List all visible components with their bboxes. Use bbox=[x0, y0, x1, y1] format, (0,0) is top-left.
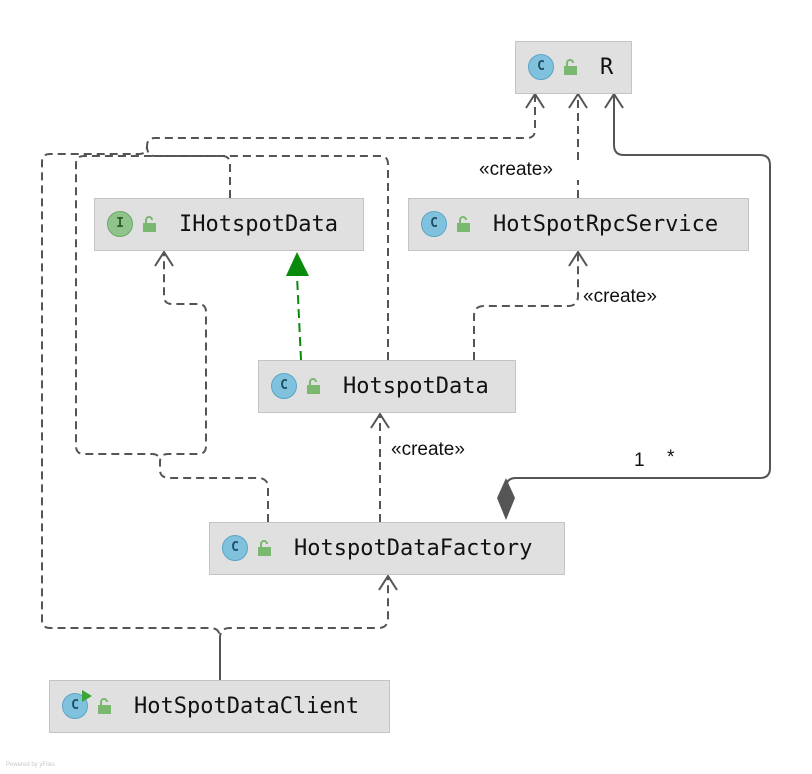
class-icon: C bbox=[271, 373, 297, 399]
composition-edge-arrowhead bbox=[604, 92, 624, 109]
class-name: HotSpotDataClient bbox=[134, 694, 360, 719]
class-name: HotspotData bbox=[343, 374, 489, 399]
class-name: HotSpotRpcService bbox=[493, 212, 719, 237]
multiplicity-many: * bbox=[667, 447, 675, 468]
class-icon: C bbox=[222, 535, 248, 561]
rpc-to-r-arrowhead bbox=[568, 92, 588, 109]
composition-edge bbox=[505, 94, 771, 498]
unlocked-icon bbox=[564, 59, 577, 75]
composition-diamond bbox=[497, 478, 515, 520]
create-label-rpc-to-r: «create» bbox=[479, 159, 553, 180]
unlocked-icon bbox=[307, 378, 320, 394]
realization-edge bbox=[296, 275, 302, 361]
run-triangle-icon bbox=[82, 690, 92, 702]
multiplicity-one: 1 bbox=[634, 450, 645, 471]
class-node-hotspotdatafactory[interactable]: C HotspotDataFactory bbox=[209, 522, 565, 575]
interface-icon: I bbox=[107, 211, 133, 237]
data-to-rpc-create-edge bbox=[473, 252, 579, 360]
create-label-factory-to-data: «create» bbox=[391, 439, 465, 460]
class-node-hotspotdataclient[interactable]: C HotSpotDataClient bbox=[49, 680, 390, 733]
interface-node-ihotspotdata[interactable]: I IHotspotData bbox=[94, 198, 364, 251]
class-name: R bbox=[600, 55, 614, 80]
client-to-factory-arrowhead bbox=[378, 574, 398, 591]
data-to-r-dependency-edge bbox=[41, 94, 536, 680]
runnable-class-icon: C bbox=[62, 693, 88, 719]
unlocked-icon bbox=[457, 216, 470, 232]
client-to-factory-edge bbox=[219, 576, 389, 680]
data-to-rpc-arrowhead bbox=[568, 250, 588, 267]
factory-to-data-arrowhead bbox=[370, 412, 390, 429]
interface-to-r-edge bbox=[75, 155, 231, 463]
powered-by-footer: Powered by yFiles bbox=[6, 762, 56, 768]
class-node-hotspotrpcservice[interactable]: C HotSpotRpcService bbox=[408, 198, 749, 251]
realization-arrowhead bbox=[286, 252, 309, 276]
dependency-to-r-arrowhead bbox=[525, 92, 545, 109]
hotspotdata-to-r-edge bbox=[146, 145, 389, 360]
factory-to-interface-arrowhead bbox=[154, 250, 174, 267]
class-name: HotspotDataFactory bbox=[294, 536, 533, 561]
unlocked-icon bbox=[143, 216, 156, 232]
unlocked-icon bbox=[98, 698, 111, 714]
create-label-data-to-rpc: «create» bbox=[583, 286, 657, 307]
class-icon: C bbox=[528, 54, 554, 80]
unlocked-icon bbox=[258, 540, 271, 556]
class-node-hotspotdata[interactable]: C HotspotData bbox=[258, 360, 516, 413]
class-icon: C bbox=[421, 211, 447, 237]
factory-to-interface-edge bbox=[159, 252, 269, 522]
class-node-r[interactable]: C R bbox=[515, 41, 632, 94]
interface-name: IHotspotData bbox=[179, 212, 338, 237]
